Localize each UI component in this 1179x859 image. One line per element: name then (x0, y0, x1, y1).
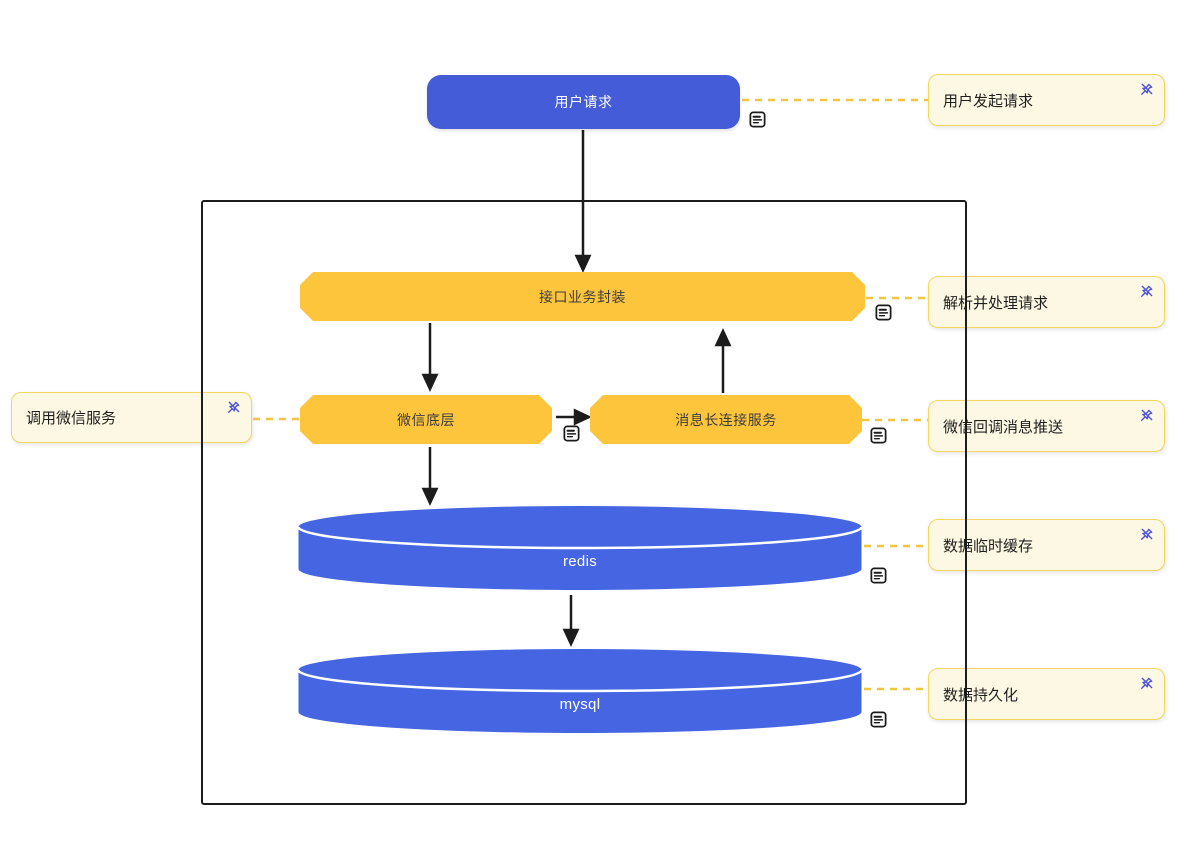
node-mysql-cylinder[interactable]: mysql (297, 647, 863, 735)
document-lines-icon[interactable] (748, 110, 767, 129)
note-label: 用户发起请求 (943, 92, 1034, 110)
node-label: 接口业务封装 (539, 288, 626, 305)
node-redis-cylinder[interactable]: redis (297, 504, 863, 592)
pin-slash-icon[interactable] (1140, 527, 1154, 541)
arrow-msg-to-api (714, 328, 732, 393)
pin-slash-icon[interactable] (1140, 676, 1154, 690)
arrow-api-to-wechat-base (421, 323, 439, 392)
document-lines-icon[interactable] (869, 566, 888, 585)
note-data-persistence[interactable]: 数据持久化 (928, 668, 1165, 720)
cylinder-shape (297, 649, 863, 733)
note-temp-cache[interactable]: 数据临时缓存 (928, 519, 1165, 571)
document-lines-icon[interactable] (562, 424, 581, 443)
node-user-request[interactable]: 用户请求 (427, 75, 740, 129)
note-call-wechat-service[interactable]: 调用微信服务 (11, 392, 252, 443)
note-label: 数据持久化 (943, 686, 1019, 704)
node-api-wrapper[interactable]: 接口业务封装 (300, 272, 865, 321)
arrow-base-to-redis (421, 447, 439, 506)
cylinder-shape (297, 506, 863, 590)
arrow-user-to-api (574, 130, 592, 273)
note-parse-handle-request[interactable]: 解析并处理请求 (928, 276, 1165, 328)
pin-slash-icon[interactable] (1140, 82, 1154, 96)
node-label: 微信底层 (397, 411, 455, 428)
document-lines-icon[interactable] (874, 303, 893, 322)
note-label: 微信回调消息推送 (943, 418, 1064, 436)
node-wechat-base[interactable]: 微信底层 (300, 395, 552, 444)
pin-slash-icon[interactable] (1140, 408, 1154, 422)
pin-slash-icon[interactable] (227, 400, 241, 414)
arrow-base-to-msg (556, 408, 592, 426)
note-label: 调用微信服务 (26, 410, 117, 427)
pin-slash-icon[interactable] (1140, 284, 1154, 298)
note-user-request[interactable]: 用户发起请求 (928, 74, 1165, 126)
note-label: 数据临时缓存 (943, 537, 1034, 555)
note-wechat-callback-push[interactable]: 微信回调消息推送 (928, 400, 1165, 452)
node-message-connection-service[interactable]: 消息长连接服务 (590, 395, 862, 444)
document-lines-icon[interactable] (869, 710, 888, 729)
note-label: 解析并处理请求 (943, 294, 1049, 312)
document-lines-icon[interactable] (869, 426, 888, 445)
arrow-redis-to-mysql (562, 595, 580, 647)
node-label: 用户请求 (554, 94, 613, 110)
node-label: 消息长连接服务 (675, 411, 777, 428)
